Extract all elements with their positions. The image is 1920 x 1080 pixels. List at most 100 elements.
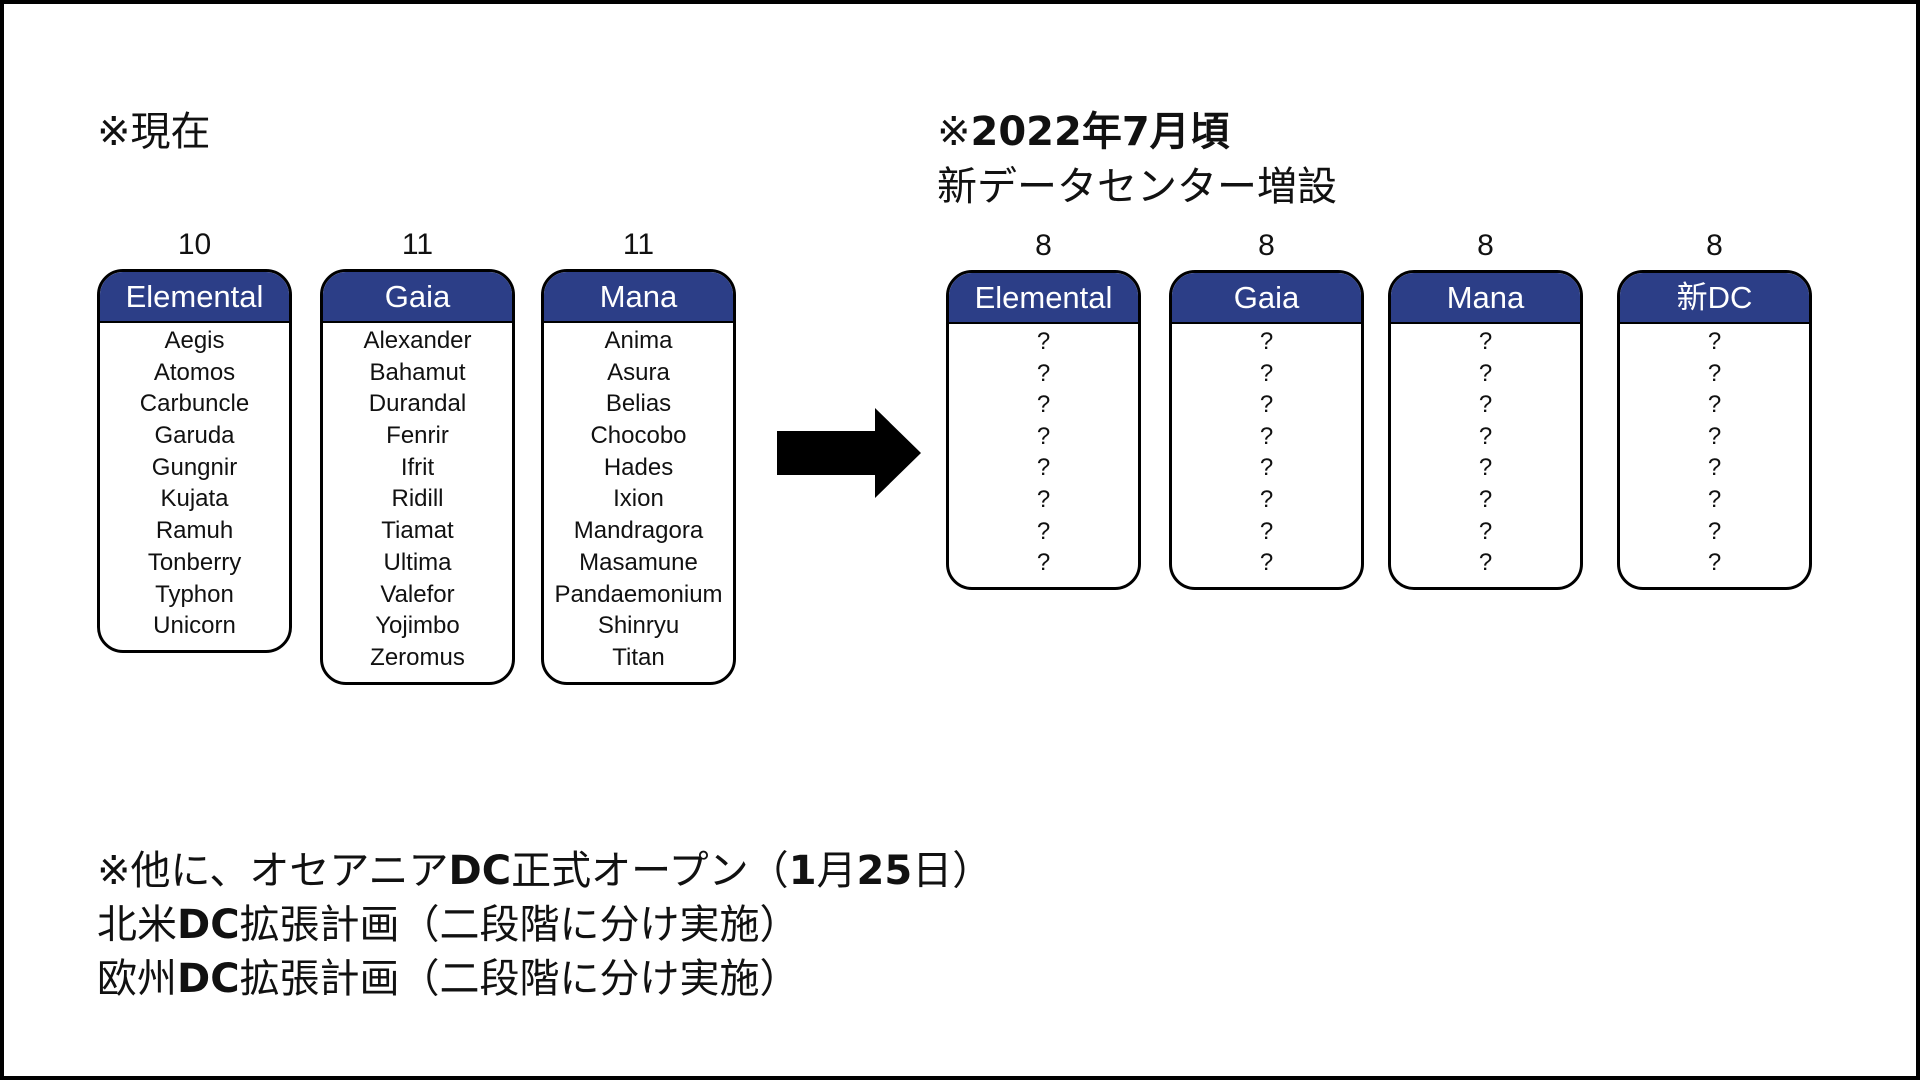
dc-server-count: 8	[1477, 229, 1494, 262]
server-placeholder: ?	[1259, 485, 1274, 513]
server-item: Kujata	[160, 485, 229, 513]
dc-server-count: 8	[1706, 229, 1723, 262]
heading-current: ※現在	[97, 109, 211, 155]
note-emphasis: DC	[177, 956, 240, 1002]
heading-future: ※2022年7月頃 新データセンター増設	[937, 105, 1337, 215]
server-item: Belias	[605, 390, 672, 418]
server-placeholder: ?	[1478, 517, 1493, 545]
server-item: Masamune	[579, 548, 698, 576]
future-dc-new: 8 新DC ? ? ? ? ? ? ? ?	[1617, 226, 1812, 590]
current-dc-mana: 11 Mana Anima Asura Belias Chocobo Hades…	[541, 225, 736, 685]
server-item: Unicorn	[153, 612, 236, 640]
server-placeholder: ?	[1707, 485, 1722, 513]
dc-name: 新DC	[1620, 273, 1809, 324]
server-placeholder: ?	[1478, 328, 1493, 355]
server-item: Alexander	[363, 327, 472, 354]
server-placeholder: ?	[1707, 517, 1722, 545]
server-placeholder: ?	[1259, 422, 1274, 450]
dc-box: Elemental Aegis Atomos Carbuncle Garuda …	[97, 269, 292, 653]
server-item: Durandal	[368, 390, 467, 418]
dc-box: Gaia ? ? ? ? ? ? ? ?	[1169, 270, 1364, 590]
dc-box: Elemental ? ? ? ? ? ? ? ?	[946, 270, 1141, 590]
current-dc-gaia: 11 Gaia Alexander Bahamut Durandal Fenri…	[320, 225, 515, 685]
server-placeholder: ?	[1036, 328, 1051, 355]
server-item: Valefor	[380, 580, 455, 608]
note-emphasis: 25	[856, 848, 913, 894]
server-placeholder: ?	[1707, 328, 1722, 355]
server-list: Alexander Bahamut Durandal Fenrir Ifrit …	[323, 323, 512, 682]
note-text: 正式オープン（	[511, 848, 789, 894]
dc-box: Mana Anima Asura Belias Chocobo Hades Ix…	[541, 269, 736, 685]
server-placeholder: ?	[1478, 359, 1493, 387]
server-placeholder: ?	[1478, 485, 1493, 513]
server-placeholder: ?	[1036, 422, 1051, 450]
server-placeholder: ?	[1707, 549, 1722, 577]
dc-server-count: 10	[177, 228, 212, 261]
server-item: Ramuh	[155, 517, 234, 545]
server-item: Hades	[603, 453, 674, 481]
server-placeholder: ?	[1036, 517, 1051, 545]
server-list: ? ? ? ? ? ? ? ?	[1391, 324, 1580, 587]
server-item: Atomos	[153, 358, 236, 386]
server-placeholder: ?	[1259, 517, 1274, 545]
note-emphasis: 1	[788, 848, 817, 894]
server-placeholder: ?	[1036, 454, 1051, 482]
server-placeholder: ?	[1707, 359, 1722, 387]
note-text: 北米	[97, 902, 177, 948]
dc-name: Gaia	[1172, 273, 1361, 324]
note-north-america: 北米DC拡張計画（二段階に分け実施）	[97, 898, 992, 952]
server-placeholder: ?	[1259, 359, 1274, 387]
server-item: Chocobo	[590, 422, 687, 450]
dc-name: Mana	[544, 272, 733, 323]
dc-name: Elemental	[100, 272, 289, 323]
server-item: Mandragora	[573, 517, 704, 545]
server-item: Yojimbo	[375, 612, 460, 640]
note-oceania: ※他に、オセアニアDC正式オープン（1月25日）	[97, 844, 992, 898]
server-placeholder: ?	[1259, 328, 1274, 355]
dc-name: Elemental	[949, 273, 1138, 324]
server-list: ? ? ? ? ? ? ? ?	[1172, 324, 1361, 587]
server-item: Ifrit	[400, 453, 435, 481]
server-item: Tiamat	[381, 517, 454, 545]
server-placeholder: ?	[1036, 549, 1051, 577]
heading-future-prefix: ※	[937, 109, 971, 155]
server-item: Typhon	[155, 580, 234, 608]
dc-name: Gaia	[323, 272, 512, 323]
note-text: 日）	[912, 848, 993, 894]
footer-notes: ※他に、オセアニアDC正式オープン（1月25日） 北米DC拡張計画（二段階に分け…	[97, 844, 992, 1006]
server-list: ? ? ? ? ? ? ? ?	[1620, 324, 1809, 587]
note-text: 拡張計画（二段階に分け実施）	[239, 902, 800, 948]
dc-server-count: 11	[401, 228, 434, 261]
server-item: Fenrir	[386, 422, 449, 450]
server-placeholder: ?	[1707, 454, 1722, 482]
dc-server-count: 11	[622, 228, 655, 261]
server-item: Shinryu	[597, 612, 680, 640]
server-item: Anima	[604, 327, 673, 354]
server-item: Bahamut	[369, 358, 466, 386]
heading-future-line1: ※2022年7月頃	[937, 105, 1337, 160]
server-placeholder: ?	[1478, 422, 1493, 450]
dc-box: Gaia Alexander Bahamut Durandal Fenrir I…	[320, 269, 515, 685]
server-item: Aegis	[164, 327, 225, 354]
dc-name: Mana	[1391, 273, 1580, 324]
server-placeholder: ?	[1259, 391, 1274, 419]
note-text: 拡張計画（二段階に分け実施）	[239, 956, 800, 1002]
server-placeholder: ?	[1259, 549, 1274, 577]
server-item: Carbuncle	[139, 390, 250, 418]
dc-server-count: 8	[1035, 229, 1052, 262]
server-item: Ridill	[391, 485, 444, 513]
server-item: Zeromus	[370, 643, 465, 671]
server-placeholder: ?	[1707, 422, 1722, 450]
dc-box: Mana ? ? ? ? ? ? ? ?	[1388, 270, 1583, 590]
server-placeholder: ?	[1478, 391, 1493, 419]
future-dc-elemental: 8 Elemental ? ? ? ? ? ? ? ?	[946, 226, 1141, 590]
right-arrow-icon	[777, 408, 921, 498]
server-placeholder: ?	[1707, 391, 1722, 419]
server-item: Ixion	[613, 485, 664, 513]
future-dc-gaia: 8 Gaia ? ? ? ? ? ? ? ?	[1169, 226, 1364, 590]
server-list: Anima Asura Belias Chocobo Hades Ixion M…	[544, 323, 733, 682]
dc-box: 新DC ? ? ? ? ? ? ? ?	[1617, 270, 1812, 590]
note-text: 欧州	[97, 956, 177, 1002]
server-list: ? ? ? ? ? ? ? ?	[949, 324, 1138, 587]
